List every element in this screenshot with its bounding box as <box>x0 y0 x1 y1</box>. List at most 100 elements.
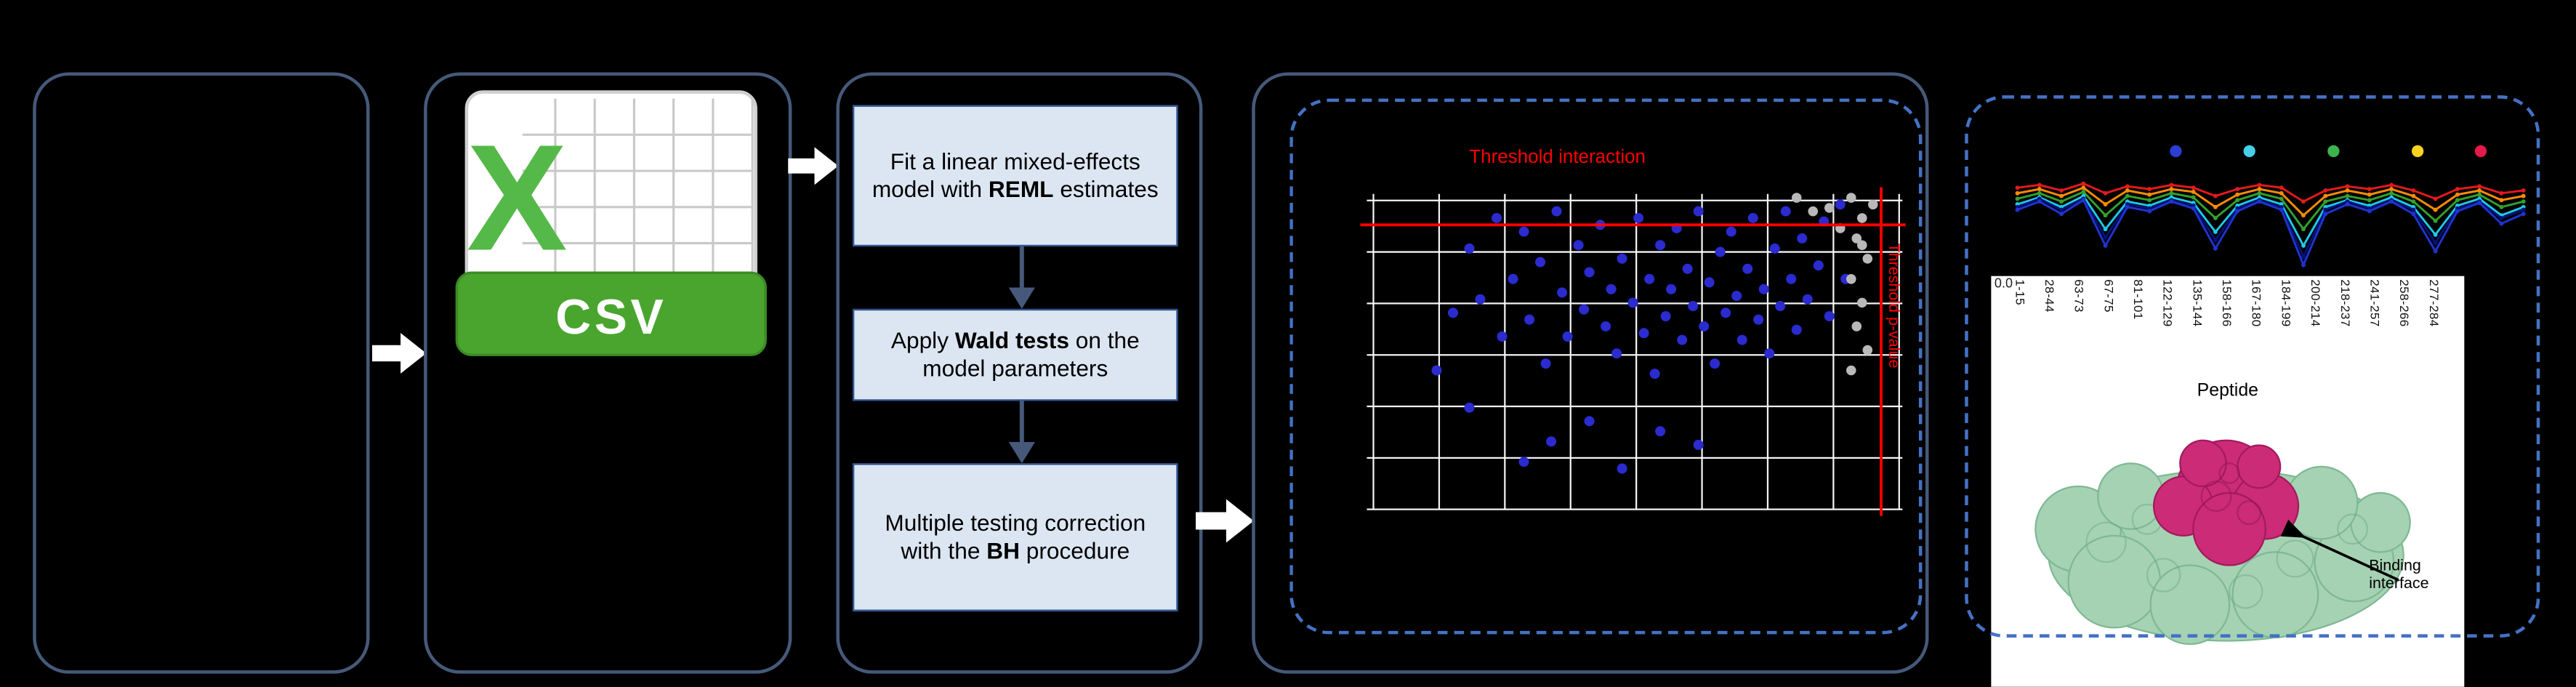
scatter-point <box>1693 439 1704 450</box>
peptide-label: 122-129 <box>2160 279 2175 327</box>
uptake-line <box>2017 182 2524 203</box>
scatter-point <box>1775 301 1786 312</box>
uptake-marker <box>2059 199 2064 204</box>
uptake-marker <box>2037 182 2042 188</box>
scatter-point <box>1431 365 1442 376</box>
peptide-label: 1-15 <box>2012 279 2028 305</box>
uptake-marker <box>2301 213 2306 218</box>
uptake-marker <box>2191 206 2196 211</box>
scatter-point <box>1633 212 1644 223</box>
scatter-point <box>1736 334 1747 345</box>
scatter-point <box>1688 301 1699 312</box>
scatter-vline-label: Threshold p-value <box>1884 243 1903 369</box>
scatter-point <box>1546 436 1557 447</box>
scatter-point <box>1655 240 1666 251</box>
uptake-marker <box>2323 212 2328 217</box>
scatter-point <box>1475 294 1486 305</box>
uptake-marker <box>2279 196 2284 201</box>
uptake-marker <box>2015 185 2020 190</box>
scatter-point <box>1710 358 1720 369</box>
uptake-marker <box>2147 187 2152 192</box>
binding-interface-label: Binding interface <box>2369 557 2429 593</box>
uptake-marker <box>2521 188 2526 193</box>
panel-input <box>33 72 370 674</box>
uptake-marker <box>2169 182 2174 188</box>
scatter-point <box>1508 273 1518 284</box>
binding-texture <box>2200 462 2262 526</box>
uptake-marker <box>2279 207 2284 212</box>
uptake-marker <box>2169 190 2174 196</box>
scatter-point-muted <box>1808 206 1819 217</box>
uptake-marker <box>2521 199 2526 204</box>
uptake-marker <box>2389 187 2394 192</box>
csv-band <box>455 271 767 356</box>
uptake-marker <box>2411 207 2416 212</box>
uptake-marker <box>2103 235 2108 240</box>
scatter-point <box>1813 260 1824 271</box>
scatter-point <box>1627 297 1638 308</box>
scatter-point <box>1835 199 1846 210</box>
scatter-point-muted <box>1857 297 1867 308</box>
uptake-marker <box>2499 198 2504 203</box>
scatter-point <box>1518 226 1529 237</box>
uptake-marker <box>2433 207 2438 212</box>
step-reml: Fit a linear mixed-effects model with RE… <box>853 105 1178 247</box>
scatter-point <box>1753 314 1764 325</box>
uptake-marker <box>2455 209 2460 214</box>
scatter-point <box>1551 206 1562 217</box>
uptake-marker <box>2323 207 2328 212</box>
uptake-marker <box>2059 188 2064 193</box>
uptake-marker <box>2037 190 2042 196</box>
uptake-marker <box>2477 201 2482 206</box>
scatter-point <box>1617 463 1627 474</box>
scatter-point <box>1649 369 1660 379</box>
uptake-marker <box>2477 184 2482 189</box>
uptake-marker <box>2499 216 2504 220</box>
scatter-point <box>1791 324 1802 335</box>
panel-csv: X CSV <box>424 72 792 674</box>
scatter-point <box>1726 226 1736 237</box>
uptake-marker <box>2455 192 2460 197</box>
uptake-marker <box>2499 204 2504 209</box>
scatter-point <box>1797 233 1808 244</box>
uptake-line <box>2017 190 2524 231</box>
step-wald: Apply Wald tests on the model parameters <box>853 308 1178 401</box>
uptake-marker <box>2235 198 2240 203</box>
uptake-marker <box>2323 188 2328 193</box>
uptake-marker <box>2081 189 2086 194</box>
uptake-marker <box>2235 187 2240 192</box>
scatter-point <box>1601 321 1611 332</box>
uptake-marker <box>2367 209 2372 214</box>
uptake-marker <box>2213 193 2218 198</box>
uptake-marker <box>2389 182 2394 188</box>
scatter-point <box>1638 328 1649 339</box>
peptide-label: 277-284 <box>2426 279 2442 327</box>
scatter-point <box>1769 243 1780 254</box>
uptake-line <box>2017 186 2524 217</box>
panel-results-scatter <box>1252 72 1929 674</box>
scatter-point <box>1584 416 1595 427</box>
uptake-marker <box>2235 209 2240 214</box>
scatter-point <box>1720 308 1731 318</box>
scatter-point-muted <box>1857 213 1867 223</box>
uptake-marker <box>2103 227 2108 232</box>
uptake-marker <box>2389 199 2394 204</box>
uptake-marker <box>2213 204 2218 209</box>
uptake-marker <box>2477 188 2482 193</box>
uptake-marker <box>2059 212 2064 217</box>
arrow-right-icon <box>788 147 839 185</box>
uptake-marker <box>2147 198 2152 203</box>
scatter-plot <box>1360 187 1906 516</box>
uptake-marker <box>2301 244 2306 248</box>
uptake-marker <box>2125 184 2130 189</box>
scatter-point <box>1704 277 1715 288</box>
uptake-marker <box>2037 187 2042 192</box>
peptide-label: 200-214 <box>2308 279 2323 327</box>
uptake-marker <box>2433 232 2438 237</box>
peptide-label: 218-237 <box>2338 279 2353 327</box>
scatter-point <box>1764 348 1775 359</box>
uptake-marker <box>2389 190 2394 196</box>
scatter-point <box>1557 287 1568 298</box>
